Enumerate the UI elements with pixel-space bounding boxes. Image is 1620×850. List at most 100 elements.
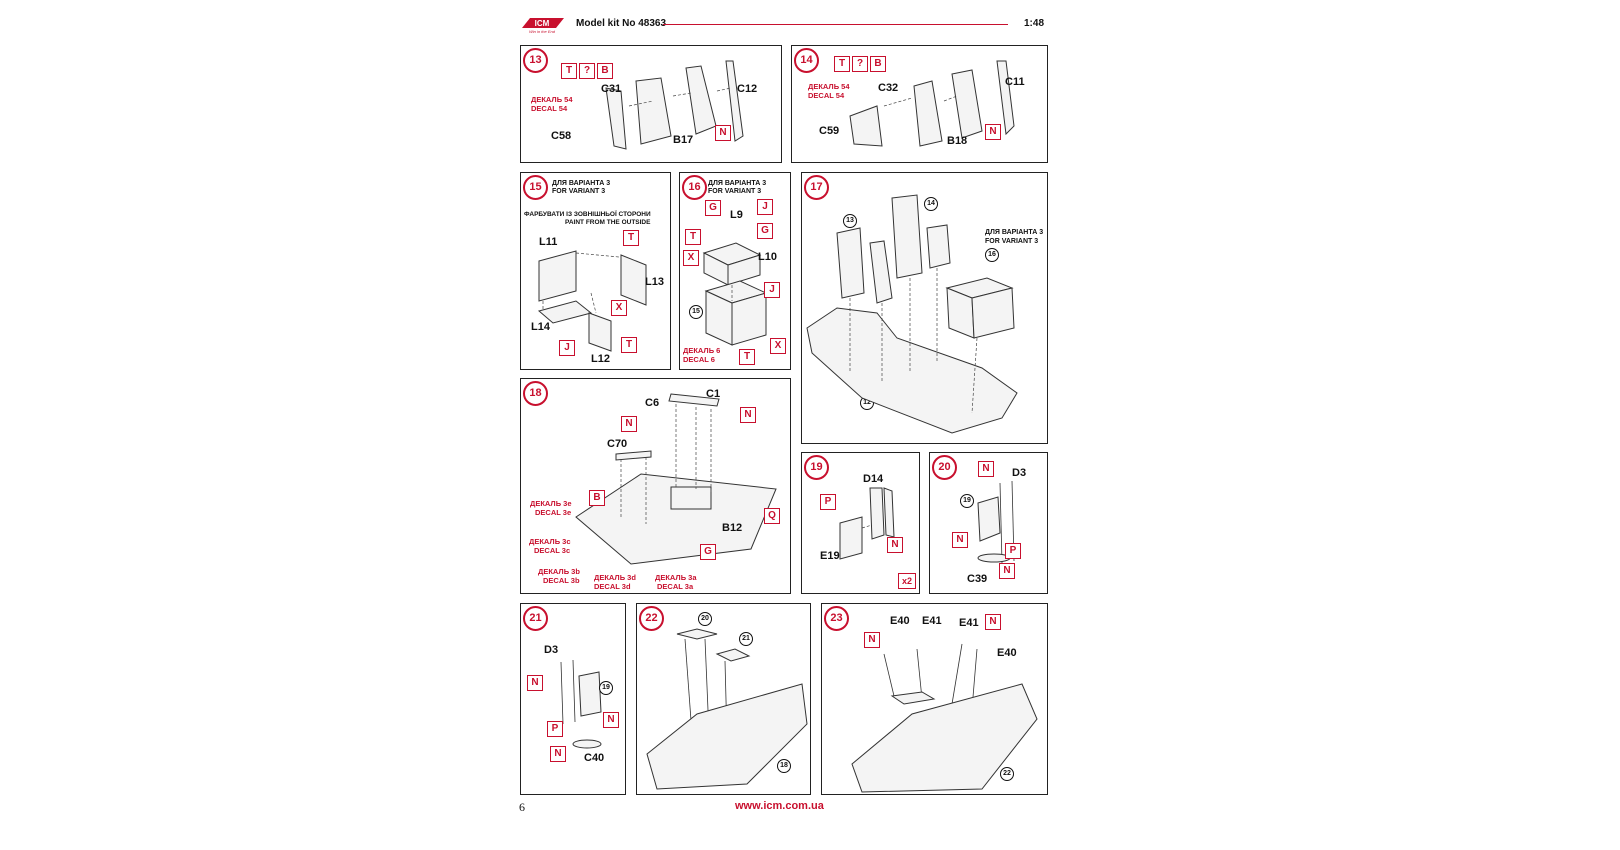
part-l11: L11 [539,236,558,248]
code-x: X [770,338,786,354]
code-j: J [559,340,575,356]
step-16-drawing [702,242,768,346]
code-j: J [757,199,773,215]
code-unknown: ? [852,56,868,72]
part-c6: C6 [645,397,660,409]
step-14-panel: 14 T ? B N C32 C11 C59 B18 ДЕКАЛЬ 54 DEC… [791,45,1048,163]
part-c59: C59 [819,125,840,137]
code-n: N [527,675,543,691]
step-13-drawing [605,60,744,150]
code-x: X [611,300,627,316]
decal-3c-ua: ДЕКАЛЬ 3c [529,537,571,546]
step-number: 22 [639,606,664,631]
step-19-drawing [839,487,895,560]
step-number: 21 [523,606,548,631]
code-x: X [683,250,699,266]
part-c32: C32 [878,82,899,94]
part-l12: L12 [591,353,610,365]
decal-3b-en: DECAL 3b [543,576,580,585]
decal-3e-en: DECAL 3e [535,508,572,517]
step-number: 20 [932,455,957,480]
website-link[interactable]: www.icm.com.ua [735,800,824,812]
decal-label-ua: ДЕКАЛЬ 54 [531,95,573,104]
step-15-panel: 15 ДЛЯ ВАРІАНТА 3 FOR VARIANT 3 ФАРБУВАТ… [520,172,671,370]
code-n: N [887,537,903,553]
ref-step-20: 20 [698,612,712,626]
step-number: 16 [682,175,707,200]
step-20-drawing [977,480,1015,564]
part-d3: D3 [544,644,559,656]
ref-step-22: 22 [1000,767,1014,781]
decal-3e-ua: ДЕКАЛЬ 3e [530,499,572,508]
part-l13: L13 [645,276,664,288]
code-b: B [589,490,605,506]
ref-step-18: 18 [777,759,791,773]
step-17-panel: 17 ДЛЯ ВАРІАНТА 3 FOR VARIANT 3 13 14 16… [801,172,1048,444]
paint-label-ua: ФАРБУВАТИ ІЗ ЗОВНІШНЬОЇ СТОРОНИ [524,211,651,218]
code-p: P [820,494,836,510]
ref-step-14: 14 [924,197,938,211]
step-number: 18 [523,381,548,406]
ref-step-19: 19 [960,494,974,508]
step-18-panel: 18 C6 C1 C70 B12 N N B Q G ДЕКАЛЬ 3e DEC… [520,378,791,594]
step-number: 17 [804,175,829,200]
decal-label-ua: ДЕКАЛЬ 6 [683,346,721,355]
code-t: T [623,230,639,246]
decal-3a-ua: ДЕКАЛЬ 3a [655,573,697,582]
part-c1: C1 [706,388,721,400]
code-n: N [985,614,1001,630]
decal-3d-ua: ДЕКАЛЬ 3d [594,573,636,582]
code-n: N [985,124,1001,140]
step-number: 23 [824,606,849,631]
decal-label-ua: ДЕКАЛЬ 54 [808,82,850,91]
variant-label-ua: ДЛЯ ВАРІАНТА 3 [552,180,611,187]
code-n: N [603,712,619,728]
part-e41: E41 [959,617,979,629]
page-number: 6 [519,800,525,814]
variant-label-ua: ДЛЯ ВАРІАНТА 3 [985,229,1044,236]
decal-3d-en: DECAL 3d [594,582,631,591]
code-n: N [621,416,637,432]
code-n: N [999,563,1015,579]
ref-step-19: 19 [599,681,613,695]
paint-label-en: PAINT FROM THE OUTSIDE [565,219,651,226]
header-rule [663,24,1008,25]
part-b18: B18 [947,135,968,147]
step-number: 14 [794,48,819,73]
step-14-drawing [849,60,1015,147]
code-b: B [597,63,613,79]
code-j: J [764,282,780,298]
kit-number: Model kit No 48363 [576,18,667,29]
ref-step-21: 21 [739,632,753,646]
code-t: T [685,229,701,245]
code-p: P [1005,543,1021,559]
code-q: Q [764,508,780,524]
decal-label-en: DECAL 54 [808,91,845,100]
part-c12: C12 [737,83,758,95]
code-n: N [715,125,731,141]
part-c39: C39 [967,573,988,585]
step-23-panel: 23 E40 E41 E41 E40 N N 22 [821,603,1048,795]
code-n: N [740,407,756,423]
code-g: G [705,200,721,216]
part-c58: C58 [551,130,572,142]
step-21-panel: 21 D3 C40 19 N N P N [520,603,626,795]
ref-step-13: 13 [843,214,857,228]
part-d14: D14 [863,473,884,485]
decal-3c-en: DECAL 3c [534,546,571,555]
scale-label: 1:48 [1024,18,1045,29]
part-l10: L10 [758,251,777,263]
decal-label-en: DECAL 6 [683,355,715,364]
code-t: T [621,337,637,353]
variant-label-ua: ДЛЯ ВАРІАНТА 3 [708,180,767,187]
decal-3b-ua: ДЕКАЛЬ 3b [538,567,580,576]
step-22-drawing [646,628,808,790]
part-b17: B17 [673,134,694,146]
code-p: P [547,721,563,737]
code-n: N [864,632,880,648]
step-number: 19 [804,455,829,480]
part-e40: E40 [997,647,1017,659]
ref-step-15: 15 [689,305,703,319]
part-c40: C40 [584,752,605,764]
step-number: 13 [523,48,548,73]
